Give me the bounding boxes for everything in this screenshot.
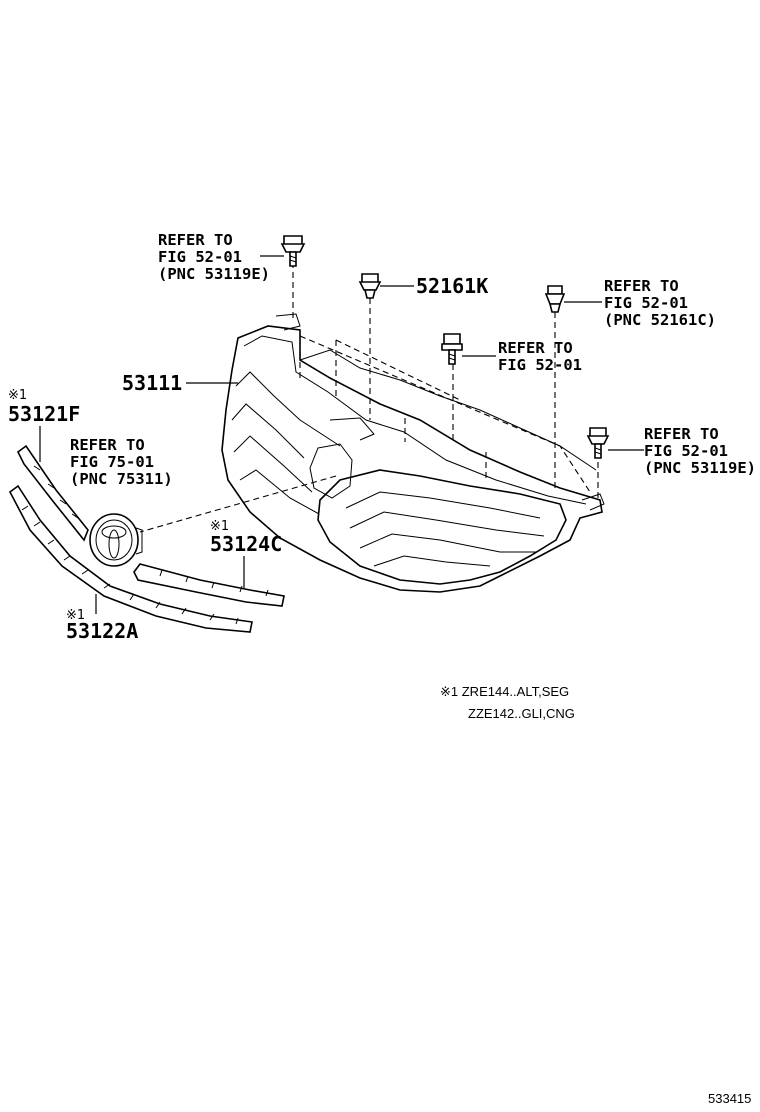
bolt-top-left-icon	[280, 235, 306, 267]
callout-line: (PNC 52161C)	[604, 311, 716, 329]
moulding-53124c	[133, 563, 285, 607]
leader-lines	[39, 255, 644, 614]
callout-line: FIG 52-01	[604, 294, 688, 312]
screw-center-icon	[441, 333, 463, 365]
callout-line: REFER TO	[644, 425, 719, 443]
applicability-mark: ※1	[66, 608, 85, 623]
part-number-53121f: 53121F	[8, 402, 80, 426]
part-number-53124c: 53124C	[210, 532, 282, 556]
callout-emblem: REFER TO FIG 75-01 (PNC 75311)	[70, 436, 173, 488]
part-number-52161k: 52161K	[416, 274, 488, 298]
callout-line: REFER TO	[158, 231, 233, 249]
callout-bolt-right: REFER TO FIG 52-01 (PNC 53119E)	[644, 425, 756, 477]
callout-line: (PNC 75311)	[70, 470, 173, 488]
callout-line: FIG 75-01	[70, 453, 154, 471]
callout-clip-top-right: REFER TO FIG 52-01 (PNC 52161C)	[604, 277, 716, 329]
callout-line: REFER TO	[70, 436, 145, 454]
footnote-line-1: ※1 ZRE144..ALT,SEG	[440, 684, 569, 699]
moulding-53121f	[16, 444, 89, 542]
fastener-dashed-lines	[139, 262, 599, 533]
part-number-53111: 53111	[122, 371, 182, 395]
moulding-53122a	[8, 484, 253, 633]
radiator-grille	[221, 313, 605, 593]
callout-line: FIG 52-01	[498, 356, 582, 374]
callout-line: REFER TO	[498, 339, 573, 357]
callout-line: FIG 52-01	[158, 248, 242, 266]
applicability-mark: ※1	[210, 519, 229, 534]
callout-screw-center: REFER TO FIG 52-01	[498, 339, 582, 374]
toyota-emblem-icon	[89, 513, 143, 567]
callout-line: REFER TO	[604, 277, 679, 295]
callout-line: (PNC 53119E)	[158, 265, 270, 283]
callout-line: (PNC 53119E)	[644, 459, 756, 477]
bolt-right-icon	[586, 427, 610, 459]
figure-id: 533415	[708, 1091, 751, 1106]
callout-line: FIG 52-01	[644, 442, 728, 460]
callout-bolt-top-left: REFER TO FIG 52-01 (PNC 53119E)	[158, 231, 270, 283]
footnote-line-2: ZZE142..GLI,CNG	[468, 706, 575, 721]
part-number-53122a: 53122A	[66, 619, 138, 643]
applicability-mark: ※1	[8, 388, 27, 403]
clip-52161k-icon	[358, 273, 382, 299]
clip-top-right-icon	[544, 285, 566, 313]
